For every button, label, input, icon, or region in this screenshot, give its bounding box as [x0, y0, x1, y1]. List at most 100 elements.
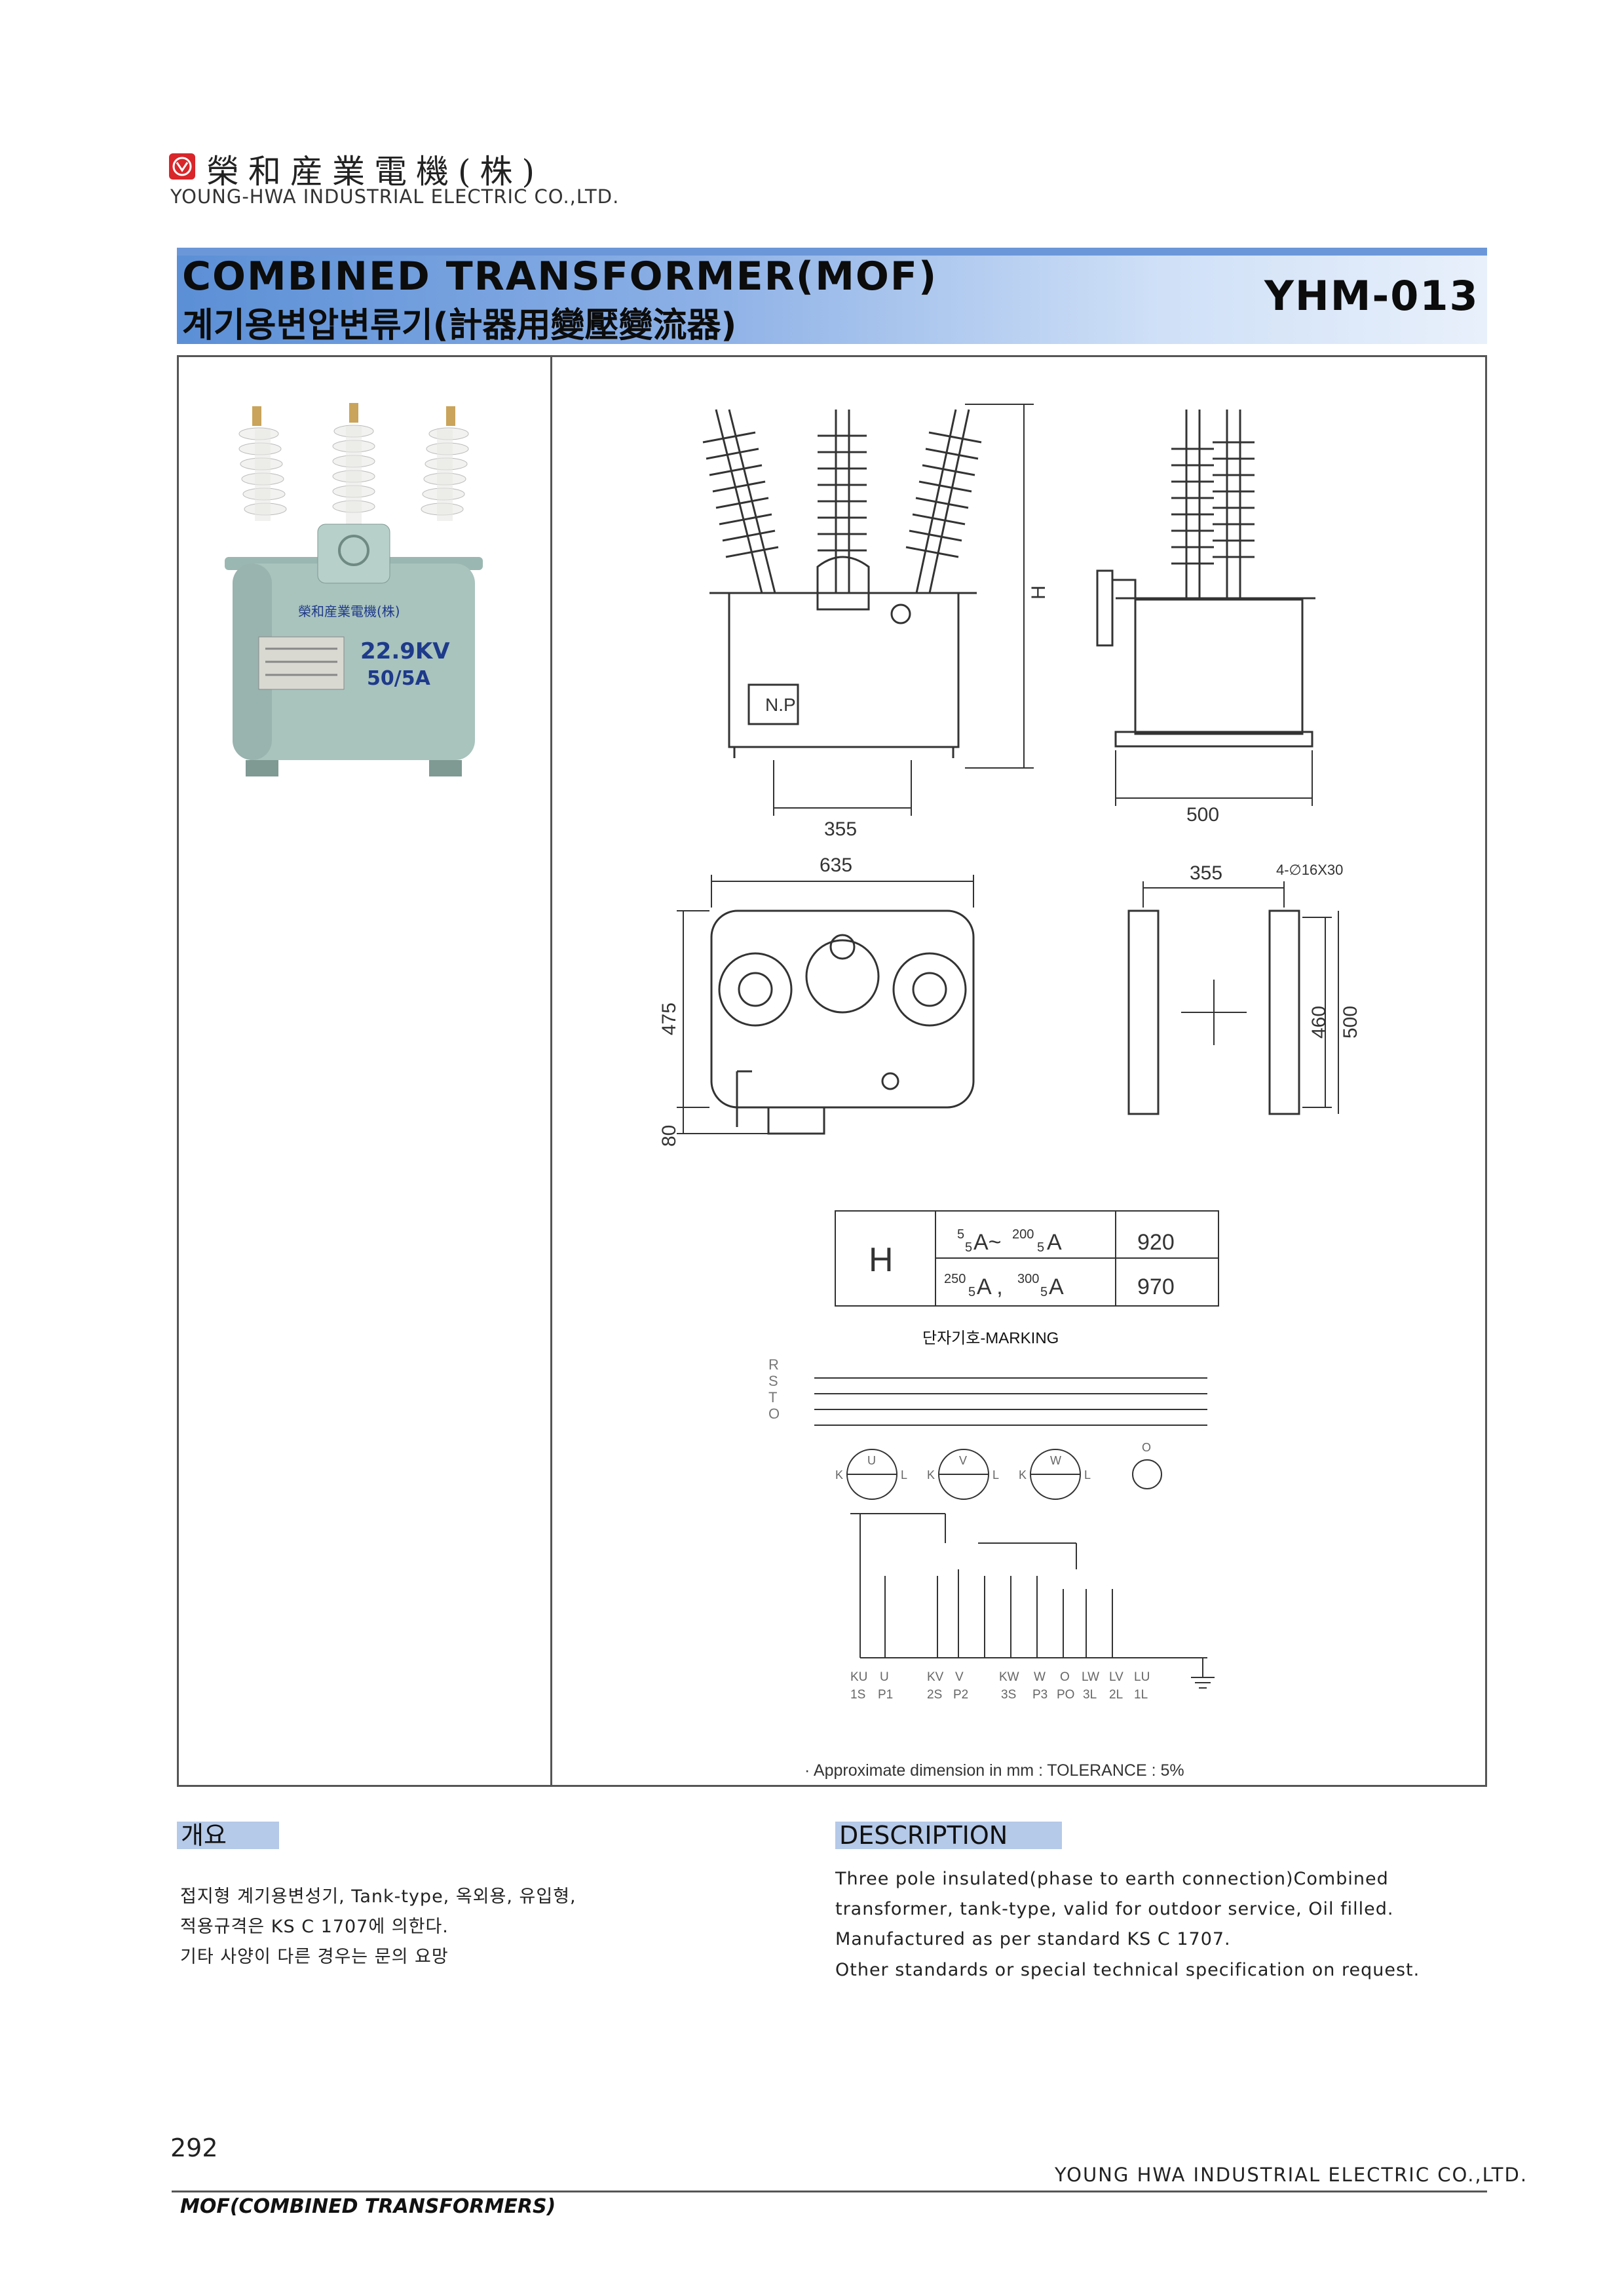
- terminal-bottom-1: P1: [878, 1688, 893, 1702]
- kl-label-k-1: K: [835, 1468, 843, 1482]
- h-row2-b-den: 5: [1040, 1285, 1048, 1299]
- bushing-right: [421, 406, 469, 521]
- h-row1-a-num: 5: [957, 1227, 964, 1242]
- terminal-top-9: LU: [1134, 1670, 1150, 1684]
- marking-meter-labels: U V W O K L K L K L: [835, 1441, 1151, 1482]
- label-plan-475: 475: [658, 1003, 680, 1035]
- kl-label-l-1: L: [901, 1468, 907, 1482]
- marking-title: 단자기호-MARKING: [922, 1330, 1059, 1347]
- model-code: YHM-013: [1264, 272, 1479, 320]
- photo-label-voltage: 22.9KV: [360, 638, 450, 664]
- description-line-2: transformer, tank-type, valid for outdoo…: [835, 1899, 1394, 1919]
- terminal-bottom-3: P2: [953, 1688, 968, 1702]
- marking-circuit: [814, 1377, 1215, 1689]
- tolerance-prefix: · Approximate dimension in mm :: [804, 1761, 1044, 1780]
- tank-body: [225, 524, 483, 776]
- base-view: [1127, 881, 1339, 1115]
- h-row2-value: 970: [1137, 1274, 1175, 1299]
- overview-line-3: 기타 사양이 다른 경우는 문의 요망: [180, 1947, 449, 1967]
- bus-label-r: R: [768, 1356, 779, 1373]
- terminal-top-2: KV: [927, 1670, 944, 1684]
- front-view: [702, 404, 1034, 816]
- h-row1-b-den: 5: [1037, 1240, 1044, 1255]
- title-banner-stripe: [177, 248, 1487, 256]
- h-row2-a-num: 250: [944, 1272, 966, 1286]
- h-row1-b-num: 200: [1012, 1227, 1034, 1242]
- label-base-460: 460: [1308, 1006, 1330, 1039]
- description-line-1: Three pole insulated(phase to earth conn…: [835, 1869, 1389, 1889]
- h-row1-a-den: 5: [965, 1240, 972, 1255]
- terminal-top-1: U: [880, 1670, 889, 1684]
- tolerance-value: TOLERANCE : 5%: [1047, 1761, 1184, 1780]
- h-row2-b-num: 300: [1017, 1272, 1039, 1286]
- meter-label-w: W: [1050, 1454, 1061, 1467]
- footer-category: MOF(COMBINED TRANSFORMERS): [180, 2195, 556, 2218]
- h-table-row-2: 250 5 A , 300 5 A 970: [944, 1272, 1175, 1299]
- meter-label-u: U: [867, 1454, 876, 1467]
- terminal-top-6: O: [1060, 1670, 1070, 1684]
- plan-view: [677, 875, 975, 1135]
- terminal-bottom-0: 1S: [850, 1688, 865, 1702]
- technical-drawings: N.P H 355 500 635 475 80 355 4-∅16X30 46…: [552, 357, 1485, 1786]
- label-plan-635: 635: [820, 854, 852, 876]
- h-row2-end: A: [1049, 1274, 1064, 1299]
- side-view: [1096, 410, 1315, 806]
- bus-label-s: S: [768, 1373, 778, 1389]
- title-banner: [177, 252, 1487, 344]
- label-base-500: 500: [1340, 1006, 1361, 1039]
- company-logo-icon: [169, 153, 195, 180]
- terminal-bottom-2: 2S: [927, 1688, 942, 1702]
- company-name-kr: 榮和産業電機(株): [206, 153, 544, 191]
- kl-label-k-3: K: [1019, 1468, 1027, 1482]
- company-name-en: YOUNG-HWA INDUSTRIAL ELECTRIC CO.,LTD.: [170, 185, 620, 208]
- bus-label-o: O: [768, 1406, 780, 1422]
- footer-company: YOUNG HWA INDUSTRIAL ELECTRIC CO.,LTD.: [1055, 2164, 1528, 2186]
- terminal-bottom-4: 3S: [1001, 1688, 1016, 1702]
- h-table-row-1: 5 5 A~ 200 5 A 920: [957, 1227, 1175, 1255]
- terminal-top-0: KU: [850, 1670, 867, 1684]
- photo-label-ratio: 50/5A: [367, 667, 431, 690]
- label-base-355: 355: [1190, 862, 1222, 884]
- description-line-4: Other standards or special technical spe…: [835, 1960, 1420, 1980]
- bus-label-t: T: [768, 1389, 777, 1406]
- marking-bus-labels: R S T O: [768, 1356, 780, 1422]
- kl-label-k-2: K: [927, 1468, 935, 1482]
- description-line-3: Manufactured as per standard KS C 1707.: [835, 1929, 1231, 1949]
- label-plan-80: 80: [658, 1125, 680, 1147]
- h-row1-end: A: [1047, 1230, 1062, 1255]
- label-np: N.P: [765, 695, 796, 715]
- footer-rule: [172, 2191, 1487, 2192]
- terminal-top-3: V: [955, 1670, 964, 1684]
- bushing-center: [332, 403, 375, 524]
- spec-box: [177, 355, 1487, 1787]
- page-number: 292: [170, 2133, 218, 2162]
- terminal-bottom-5: P3: [1032, 1688, 1048, 1702]
- overview-heading: 개요: [177, 1822, 279, 1849]
- tolerance-note: · Approximate dimension in mm : TOLERANC…: [804, 1761, 1184, 1780]
- label-base-holes: 4-∅16X30: [1276, 862, 1343, 878]
- terminal-top-8: LV: [1109, 1670, 1124, 1684]
- overview-line-2: 적용규격은 KS C 1707에 의한다.: [180, 1917, 449, 1937]
- h-row1-value: 920: [1137, 1230, 1175, 1255]
- marking-terminals: KU U KV V KW W O LW LV LU 1S P1 2S P2 3S…: [850, 1670, 1150, 1702]
- terminal-top-5: W: [1034, 1670, 1046, 1684]
- spec-box-divider: [550, 355, 552, 1787]
- photo-label-company: 榮和産業電機(株): [298, 603, 400, 619]
- terminal-bottom-9: 1L: [1134, 1688, 1148, 1702]
- kl-label-l-3: L: [1084, 1468, 1091, 1482]
- product-photo: 榮和産業電機(株) 22.9KV 50/5A: [219, 393, 488, 780]
- meter-label-v: V: [959, 1454, 967, 1467]
- overview-line-1: 접지형 계기용변성기, Tank-type, 옥외용, 유입형,: [180, 1886, 576, 1907]
- terminal-bottom-7: 3L: [1083, 1688, 1097, 1702]
- label-side-500: 500: [1186, 804, 1219, 826]
- kl-label-l-2: L: [992, 1468, 999, 1482]
- label-front-355: 355: [824, 818, 857, 840]
- label-h: H: [1028, 585, 1049, 600]
- h-row2-sep: A ,: [977, 1274, 1003, 1299]
- terminal-top-7: LW: [1082, 1670, 1099, 1684]
- meter-label-o: O: [1142, 1441, 1151, 1454]
- h-table-label: H: [869, 1241, 894, 1279]
- h-table-frame: [835, 1210, 1219, 1307]
- bushing-left: [238, 406, 287, 521]
- terminal-bottom-8: 2L: [1109, 1688, 1123, 1702]
